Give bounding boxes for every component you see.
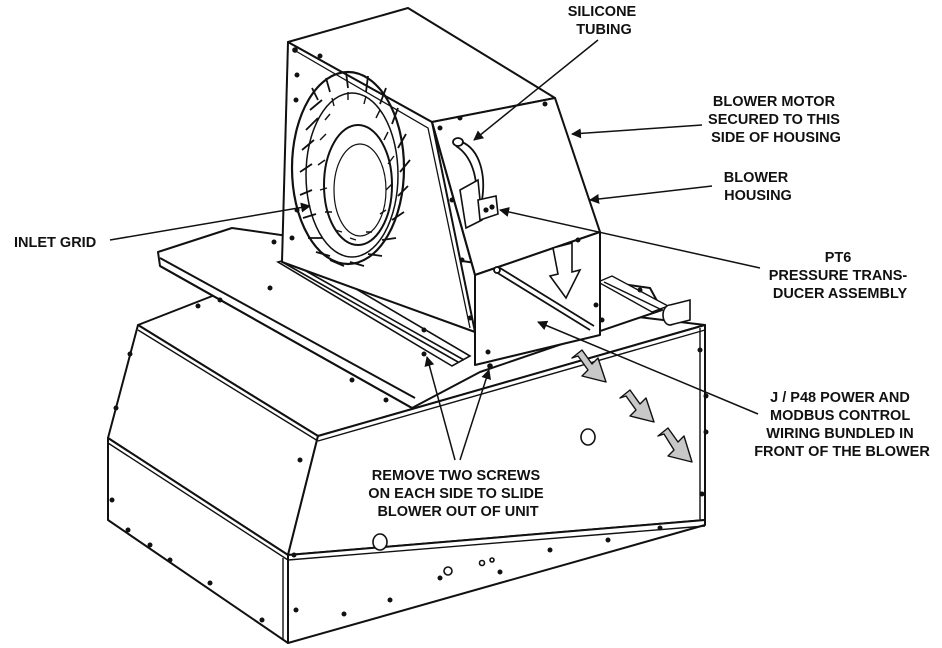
label-pt6: PT6 PRESSURE TRANS- DUCER ASSEMBLY <box>769 250 912 302</box>
wiring-bundle <box>493 266 595 331</box>
leader-lines <box>109 39 761 461</box>
label-blower-housing: BLOWER HOUSING <box>724 170 792 204</box>
housing-inner-edges <box>281 47 471 329</box>
airflow-down-arrow <box>548 241 582 300</box>
leader-pt6 <box>499 207 761 269</box>
label-blower-motor: BLOWER MOTOR SECURED TO THIS SIDE OF HOU… <box>708 94 844 146</box>
leader-blower-housing <box>589 185 713 204</box>
airflow-arrow-1 <box>571 349 607 383</box>
leader-wiring <box>537 320 759 415</box>
airflow-arrow-2 <box>619 389 655 423</box>
label-remove-screws: REMOVE TWO SCREWS ON EACH SIDE TO SLIDE … <box>368 468 547 520</box>
tube-fitting <box>662 298 691 326</box>
leader-silicone-tubing <box>473 39 599 141</box>
label-silicone-tubing: SILICONE TUBING <box>568 4 641 38</box>
pressure-transducer <box>459 178 499 230</box>
inlet-grid <box>290 70 411 267</box>
airflow-arrows <box>571 349 693 463</box>
airflow-arrow-3 <box>657 427 693 463</box>
leader-screws-right <box>459 369 491 461</box>
label-wiring: J / P48 POWER AND MODBUS CONTROL WIRING … <box>754 390 930 460</box>
cabinet-holes <box>372 428 596 576</box>
screws <box>109 47 709 623</box>
leader-screws-left <box>424 356 456 461</box>
label-inlet-grid: INLET GRID <box>14 235 96 251</box>
slide-rail <box>275 255 472 367</box>
leader-inlet-grid <box>109 202 311 241</box>
leader-blower-motor <box>571 124 703 139</box>
cabinet-front-lower-face <box>287 519 706 644</box>
cabinet-edges <box>107 328 706 640</box>
